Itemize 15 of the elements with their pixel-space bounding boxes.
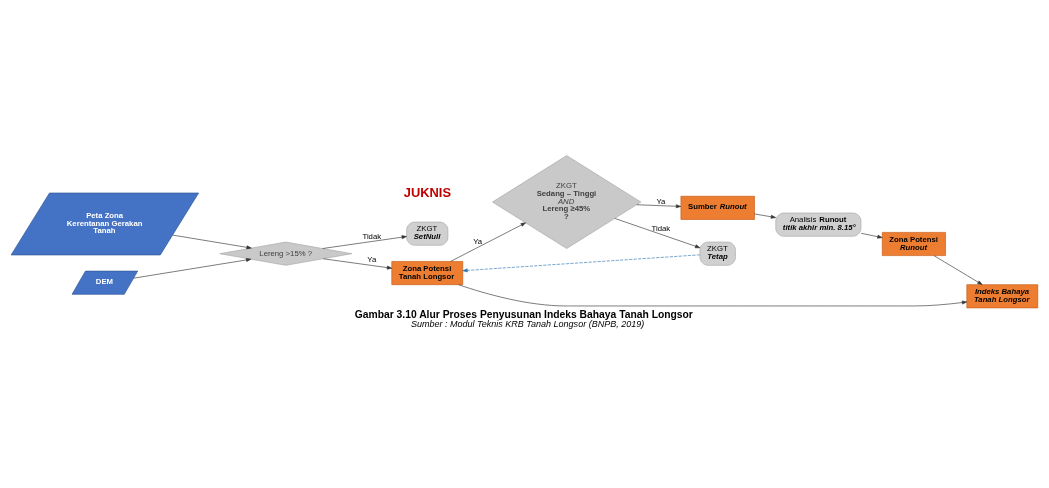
arrow [322, 235, 407, 249]
diagram-title: Gambar 3.10 Alur Proses Penyusunan Indeks Bahaya Tanah Longsor [354, 309, 693, 321]
label: JUKNIS [403, 184, 451, 200]
arrow [933, 255, 983, 285]
arrow [462, 254, 701, 273]
arrow [860, 232, 883, 239]
arrow [458, 284, 968, 307]
arrow [614, 218, 701, 249]
arrow [636, 204, 682, 209]
arrow [133, 258, 252, 279]
arrow [322, 258, 393, 270]
arrow [450, 222, 526, 262]
caption: Sumber : Modul Teknis KRB Tanah Longsor (BNPB, 2019) [410, 319, 645, 330]
arrow [172, 234, 252, 250]
arrow [754, 213, 777, 219]
